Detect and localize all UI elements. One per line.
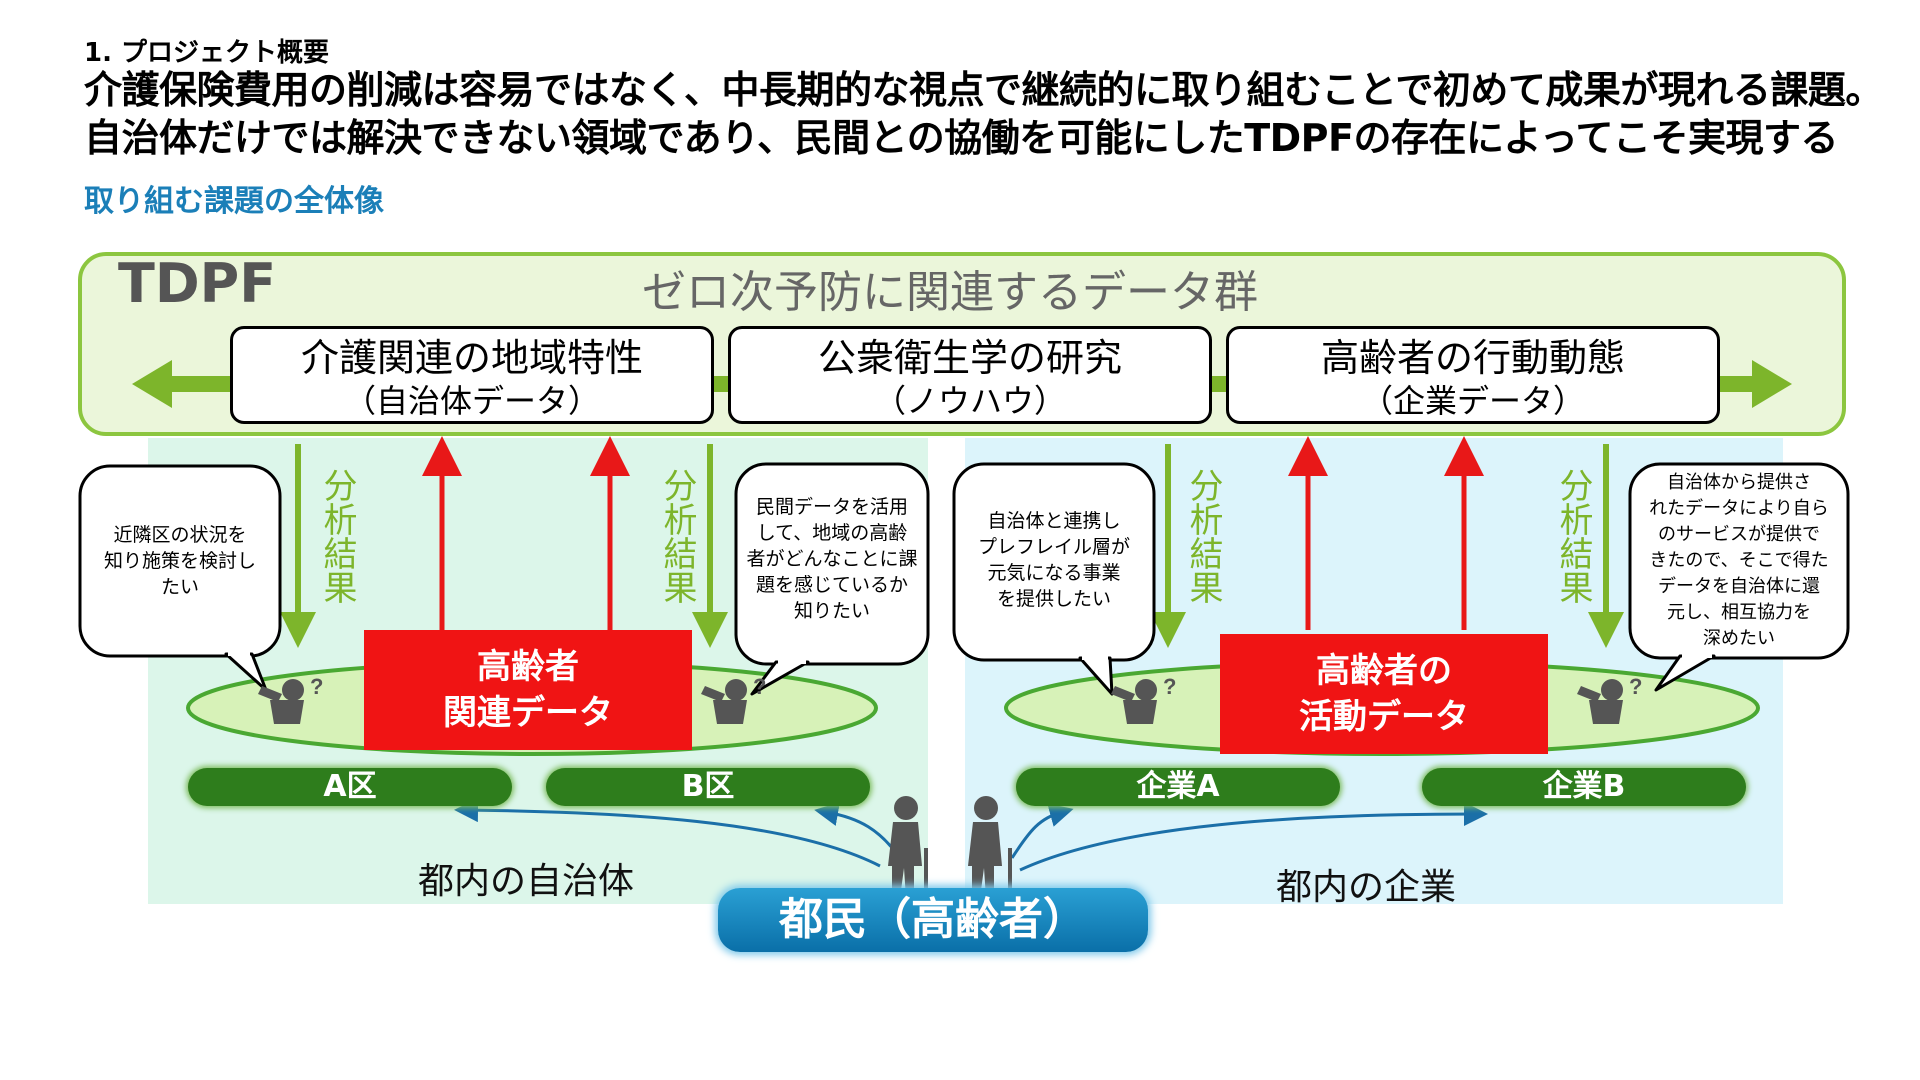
section-number: 1. プロジェクト概要 <box>84 38 330 68</box>
analysis-text: 分析結果 <box>657 468 697 604</box>
headline-line-1: 介護保険費用の削減は容易ではなく、中長期的な視点で継続的に取り組むことで初めて成… <box>84 68 1883 112</box>
speech-bubble-company-a: 自治体と連携し プレフレイル層が 元気になる事業 を提供したい <box>962 508 1146 612</box>
bubble-line: 自治体から提供さ <box>1667 472 1811 493</box>
citizen-arrow-ward-b <box>814 802 902 859</box>
red-box-line-1: 高齢者 <box>477 647 579 687</box>
data-box-sub: （自治体データ） <box>343 382 600 420</box>
speech-bubble-company-b-shape <box>1628 462 1850 692</box>
bubble-line: 元し、相互協力を <box>1667 602 1811 623</box>
speech-bubble-company-a-shape <box>952 462 1156 696</box>
data-box-research: 公衆衛生学の研究 （ノウハウ） <box>728 326 1212 424</box>
elderly-person-icon <box>888 796 928 898</box>
tdpf-arrow-left <box>132 360 238 408</box>
speech-bubble-ward-a: 近隣区の状況を 知り施策を検討し たい <box>92 522 268 600</box>
analysis-text: 分析結果 <box>1183 468 1223 604</box>
companies-caption: 都内の企業 <box>1276 867 1457 908</box>
analysis-text: 分析結果 <box>317 468 357 604</box>
citizen-arrow-company-b <box>1019 802 1488 872</box>
bubble-line: のサービスが提供で <box>1658 524 1820 545</box>
company-b-pill: 企業B <box>1422 768 1746 806</box>
data-box-municipality: 介護関連の地域特性 （自治体データ） <box>230 326 714 424</box>
svg-text:?: ? <box>1629 674 1642 699</box>
ward-a-pill: A区 <box>188 768 512 806</box>
thinking-person-icon: ? <box>1577 674 1642 724</box>
bubble-line: 民間データを活用 <box>755 496 908 518</box>
bubble-line: 自治体と連携し <box>987 510 1121 532</box>
speech-bubble-ward-b: 民間データを活用 して、地域の高齢 者がどんなことに課 題を感じているか 知りた… <box>744 494 920 624</box>
data-box-title: 公衆衛生学の研究 <box>817 336 1122 380</box>
municipalities-caption: 都内の自治体 <box>418 861 635 902</box>
svg-text:?: ? <box>310 674 323 699</box>
svg-text:?: ? <box>753 674 766 699</box>
speech-bubble-ward-b-shape <box>734 462 930 696</box>
headline-line-2: 自治体だけでは解決できない領域であり、民間との協働を可能にしたTDPFの存在によ… <box>84 116 1838 160</box>
citizens-label: 都民（高齢者） <box>718 888 1148 952</box>
citizen-arrow-ward-a <box>454 798 881 868</box>
data-box-sub: （企業データ） <box>1360 382 1585 420</box>
bubble-line: 近隣区の状況を <box>113 524 247 546</box>
thinking-person-icon: ? <box>258 674 323 724</box>
bubble-line: れたデータにより自ら <box>1649 498 1829 519</box>
company-a-pill: 企業A <box>1016 768 1340 806</box>
tdpf-label: TDPF <box>118 252 277 315</box>
bubble-line: 者がどんなことに課 <box>746 548 918 570</box>
headline: 介護保険費用の削減は容易ではなく、中長期的な視点で継続的に取り組むことで初めて成… <box>84 66 1883 162</box>
tdpf-caption: ゼロ次予防に関連するデータ群 <box>642 267 1258 318</box>
ward-b-pill: B区 <box>546 768 870 806</box>
subtitle: 取り組む課題の全体像 <box>84 184 384 219</box>
bubble-line: 元気になる事業 <box>987 562 1121 584</box>
speech-bubble-ward-a-shape <box>78 464 282 692</box>
data-box-company: 高齢者の行動動態 （企業データ） <box>1226 326 1720 424</box>
activity-data-box: 高齢者の 活動データ <box>1220 634 1548 754</box>
thinking-person-icon: ? <box>1111 674 1176 724</box>
analysis-result-label: 分析結果 <box>657 468 702 604</box>
speech-bubble-company-b: 自治体から提供さ れたデータにより自ら のサービスが提供で きたので、そこで得た… <box>1636 470 1842 652</box>
tdpf-arrow-connector-1 <box>712 376 732 392</box>
elderly-person-icon <box>968 796 1012 898</box>
bubble-line: プレフレイル層が <box>977 536 1130 558</box>
bubble-line: して、地域の高齢 <box>756 522 908 544</box>
citizen-arrow-company-a <box>1010 803 1074 859</box>
tdpf-arrow-right <box>1718 360 1792 408</box>
bubble-line: たい <box>160 576 199 598</box>
bubble-line: きたので、そこで得た <box>1649 550 1829 571</box>
thinking-person-icon: ? <box>701 674 766 724</box>
tdpf-arrow-connector-2 <box>1210 376 1230 392</box>
bubble-line: データを自治体に還 <box>1658 576 1820 597</box>
data-box-title: 高齢者の行動動態 <box>1320 336 1625 380</box>
analysis-result-label: 分析結果 <box>1553 468 1598 604</box>
bubble-line: 知りたい <box>793 600 870 622</box>
bubble-line: 深めたい <box>1703 628 1775 649</box>
bubble-line: 知り施策を検討し <box>103 550 256 572</box>
bubble-line: を提供したい <box>996 588 1111 610</box>
elderly-data-box: 高齢者 関連データ <box>364 630 692 750</box>
bubble-line: 題を感じているか <box>755 574 908 596</box>
analysis-result-label: 分析結果 <box>317 468 362 604</box>
data-box-title: 介護関連の地域特性 <box>300 336 643 380</box>
analysis-text: 分析結果 <box>1553 468 1593 604</box>
svg-text:?: ? <box>1163 674 1176 699</box>
red-box-line-2: 活動データ <box>1299 697 1469 737</box>
red-box-line-2: 関連データ <box>443 693 613 733</box>
data-box-sub: （ノウハウ） <box>873 382 1066 420</box>
analysis-result-label: 分析結果 <box>1183 468 1228 604</box>
red-box-line-1: 高齢者の <box>1316 651 1452 691</box>
